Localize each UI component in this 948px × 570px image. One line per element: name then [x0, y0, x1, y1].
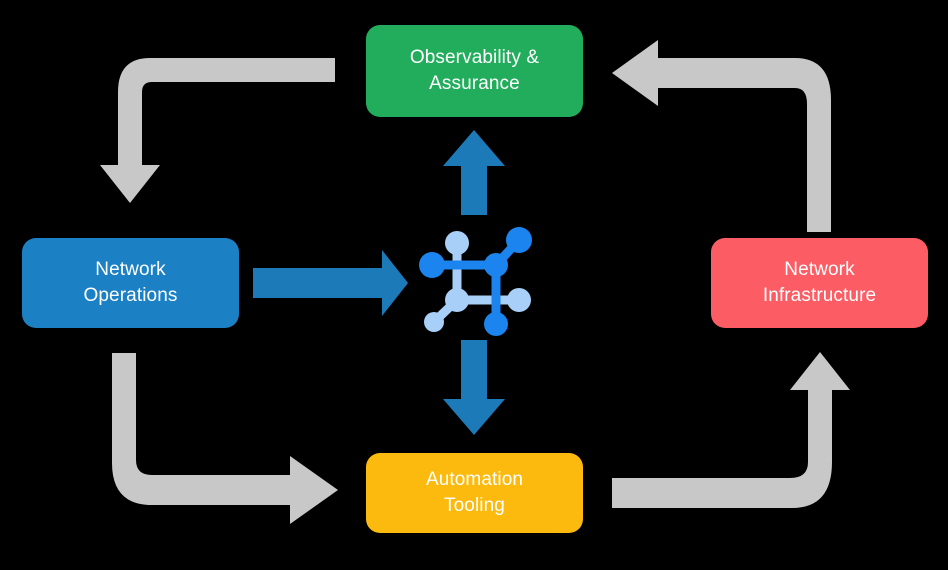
arrow-center-to-automation	[443, 340, 505, 435]
arrow-center-to-observability	[443, 130, 505, 215]
node-observability-assurance[interactable]: Observability & Assurance	[366, 25, 583, 117]
arrow-operations-to-center	[253, 250, 408, 316]
arrow-observability-to-operations	[100, 58, 335, 203]
network-icon-nodes	[419, 227, 532, 336]
node-observability-line2: Assurance	[429, 73, 520, 94]
node-observability-label: Observability & Assurance	[410, 45, 539, 96]
arrow-infrastructure-to-observability	[612, 40, 831, 232]
node-operations-line2: Operations	[83, 285, 178, 306]
node-network-operations[interactable]: Network Operations	[22, 238, 239, 328]
network-icon-edges	[427, 235, 524, 329]
node-automation-line2: Tooling	[444, 495, 505, 516]
node-observability-line1: Observability &	[409, 47, 540, 69]
node-operations-label: Network Operations	[84, 257, 178, 308]
arrow-operations-to-automation	[112, 353, 338, 524]
node-automation-label: Automation Tooling	[426, 467, 523, 518]
node-automation-line1: Automation	[425, 469, 524, 491]
arrow-automation-to-infrastructure	[612, 352, 850, 508]
node-network-infrastructure[interactable]: Network Infrastructure	[711, 238, 928, 328]
node-infrastructure-label: Network Infrastructure	[763, 257, 876, 308]
node-automation-tooling[interactable]: Automation Tooling	[366, 453, 583, 533]
node-infrastructure-line2: Infrastructure	[762, 285, 877, 306]
node-operations-line1: Network	[95, 259, 166, 281]
node-infrastructure-line1: Network	[784, 259, 855, 281]
